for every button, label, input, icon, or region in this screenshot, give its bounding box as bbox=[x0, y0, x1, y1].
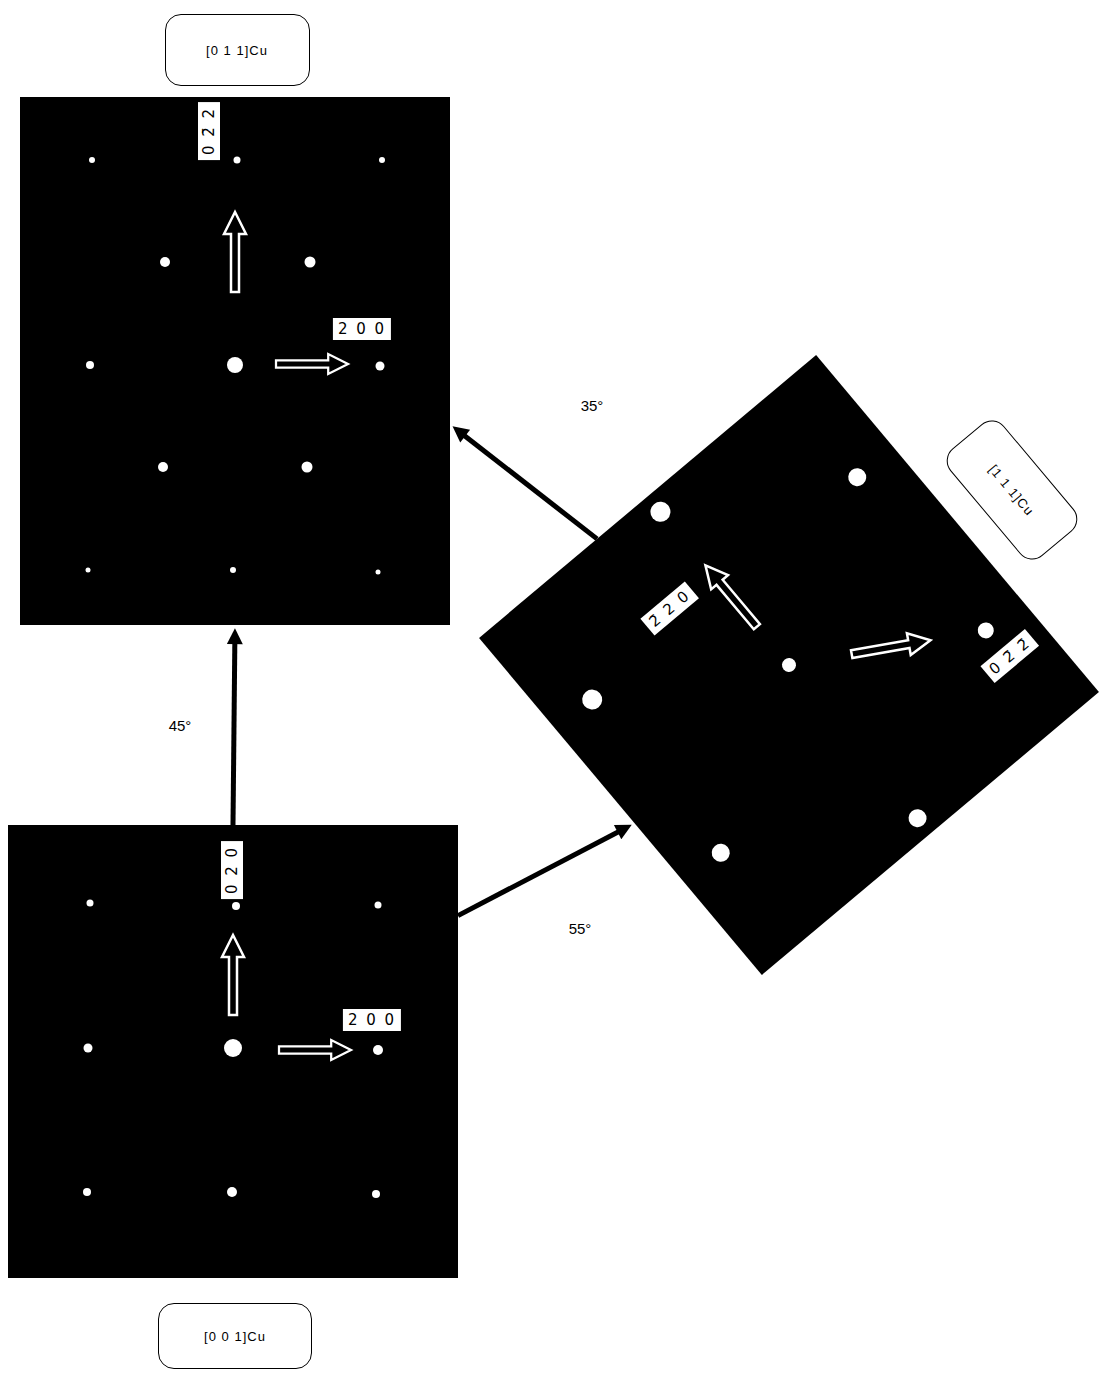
reflection-index: 2 0 0 bbox=[333, 318, 391, 340]
spot bbox=[379, 157, 385, 163]
zone-axis-box: [0 1 1]Cu bbox=[165, 14, 310, 86]
pattern-ground bbox=[20, 97, 450, 625]
spot bbox=[646, 498, 674, 526]
spot bbox=[234, 157, 241, 164]
spot bbox=[86, 568, 91, 573]
spot bbox=[86, 361, 94, 369]
rotation-angle: 35° bbox=[578, 396, 607, 415]
spots bbox=[86, 157, 386, 575]
hollow-arrow bbox=[697, 558, 765, 633]
pattern-ground bbox=[479, 355, 1099, 975]
zone-axis-label: [0 0 1]Cu bbox=[204, 1329, 266, 1344]
spot bbox=[83, 1188, 91, 1196]
rotation-arrow bbox=[233, 641, 235, 825]
spot bbox=[376, 570, 381, 575]
hollow-arrow bbox=[279, 1040, 351, 1060]
zone-axis-label: [0 1 1]Cu bbox=[206, 43, 268, 58]
diffraction-pattern: 0 2 0 2 0 0 bbox=[8, 825, 458, 1278]
spot bbox=[89, 157, 95, 163]
reflection-index: 2 0 0 bbox=[343, 1009, 401, 1031]
zone-axis-box: [0 0 1]Cu bbox=[158, 1303, 312, 1369]
pattern-001 bbox=[8, 825, 458, 1278]
zone-axis-label: [1 1 1]Cu bbox=[986, 462, 1037, 519]
spot bbox=[975, 619, 998, 642]
hollow-arrow bbox=[276, 354, 348, 374]
spot bbox=[230, 567, 236, 573]
spot bbox=[578, 686, 606, 714]
spot bbox=[158, 462, 168, 472]
spot bbox=[84, 1044, 93, 1053]
rotation-angle: 45° bbox=[166, 716, 195, 735]
pattern-111 bbox=[479, 355, 1099, 975]
spot bbox=[376, 362, 385, 371]
rotation-arrow bbox=[463, 434, 597, 539]
spot bbox=[905, 806, 930, 831]
reflection-index: 0 2̄ 2 bbox=[198, 102, 220, 160]
zone-axis-box: [1 1 1]Cu bbox=[940, 414, 1084, 566]
rotation-angle: 55° bbox=[566, 919, 595, 938]
spot bbox=[160, 257, 170, 267]
spot bbox=[224, 1039, 242, 1057]
hollow-arrow bbox=[224, 212, 246, 292]
spot bbox=[305, 257, 316, 268]
pattern-011 bbox=[20, 97, 450, 625]
spot bbox=[375, 902, 382, 909]
spot bbox=[232, 902, 240, 910]
reflection-index: 0 2 0 bbox=[221, 841, 243, 899]
spot bbox=[227, 357, 243, 373]
spot bbox=[708, 840, 733, 865]
spot bbox=[227, 1187, 237, 1197]
spot bbox=[373, 1045, 383, 1055]
rotation-arrow bbox=[458, 831, 620, 916]
diffraction-pattern: 0 2̄ 2 2 0 0 bbox=[20, 97, 450, 625]
spot bbox=[845, 465, 870, 490]
hollow-arrow bbox=[222, 935, 244, 1015]
spots bbox=[83, 900, 383, 1199]
spot bbox=[372, 1190, 380, 1198]
hollow-arrow bbox=[850, 629, 933, 665]
reflection-index: 0 2̄ 2̄ bbox=[980, 629, 1039, 683]
reflection-index: 2̄ 2 0 bbox=[640, 581, 699, 635]
spot bbox=[302, 462, 313, 473]
spot bbox=[87, 900, 94, 907]
pattern-ground bbox=[8, 825, 458, 1278]
spot bbox=[779, 655, 799, 675]
